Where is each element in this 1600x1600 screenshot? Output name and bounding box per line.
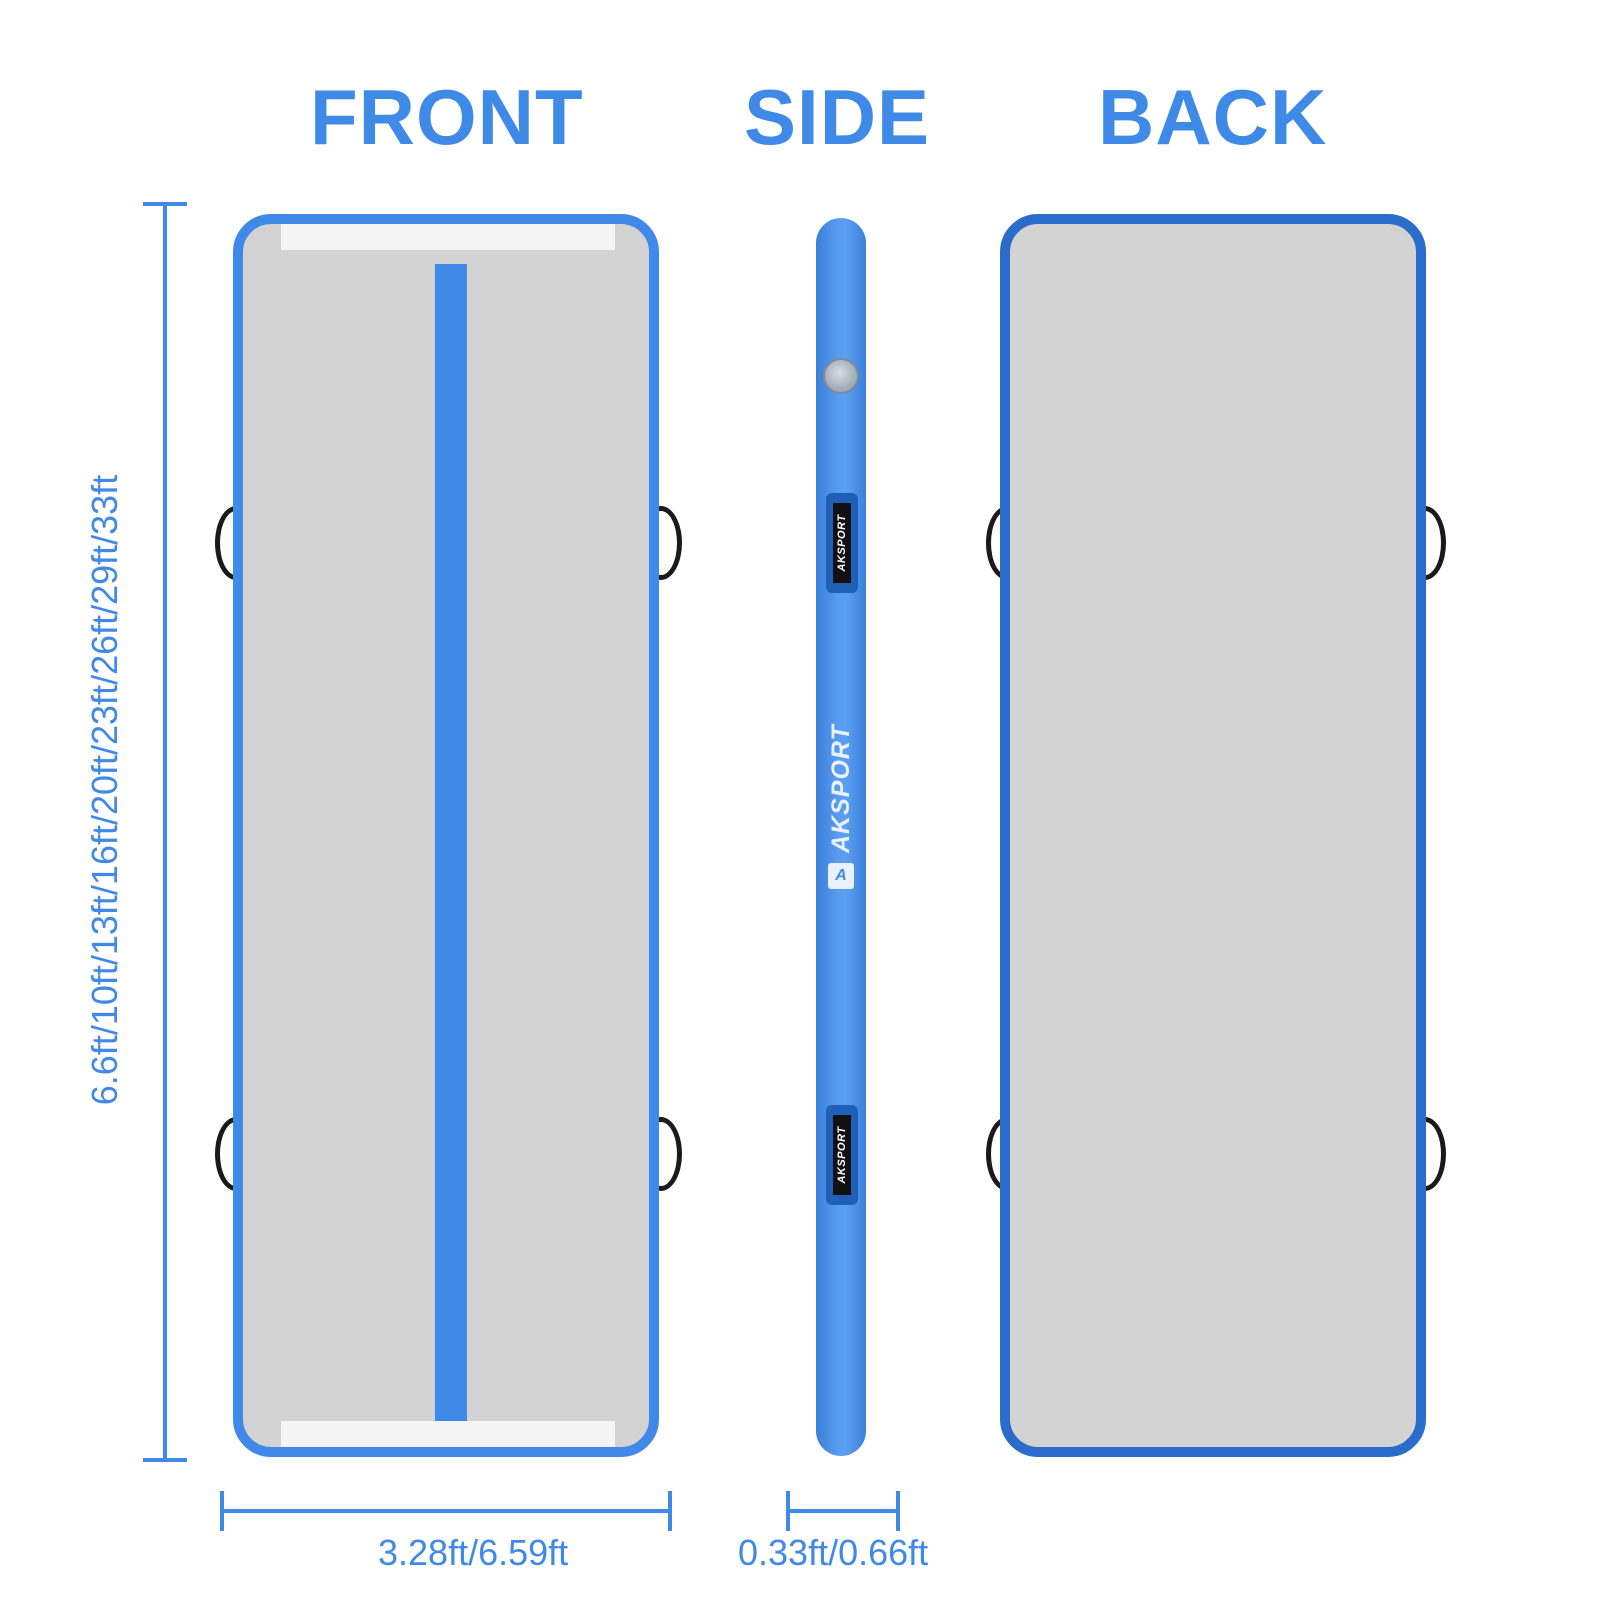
thickness-dimension-label: 0.33ft/0.66ft <box>738 1532 929 1573</box>
side-view-title: SIDE <box>744 73 931 161</box>
front-mat-bottom-stripe <box>281 1421 615 1447</box>
thickness-dimension-cap-left <box>786 1491 790 1531</box>
width-dimension-label: 3.28ft/6.59ft <box>378 1532 569 1573</box>
front-view-title: FRONT <box>310 73 584 161</box>
brand-logo-icon: A <box>828 863 854 889</box>
width-dimension-cap-left <box>220 1491 224 1531</box>
back-mat <box>1000 214 1426 1457</box>
length-dimension-label: 6.6ft/10ft/13ft/16ft/20ft/23ft/26ft/29ft… <box>84 474 125 1106</box>
side-top-handle-label: AKSPORT <box>833 503 851 583</box>
side-bottom-handle-label: AKSPORT <box>833 1115 851 1195</box>
width-dimension-line <box>222 1509 671 1513</box>
width-dimension-cap-right <box>668 1491 672 1531</box>
side-brand-text: AKSPORT <box>826 724 855 853</box>
side-mat: AKSPORT A AKSPORT AKSPORT <box>816 218 866 1456</box>
side-brand-logo: A AKSPORT <box>825 719 857 889</box>
air-valve-icon <box>823 358 859 394</box>
thickness-dimension-cap-right <box>896 1491 900 1531</box>
back-view-title: BACK <box>1098 73 1328 161</box>
length-dimension-cap-bottom <box>143 1458 187 1462</box>
length-dimension-cap-top <box>143 202 187 206</box>
front-mat-top-stripe <box>281 224 615 250</box>
side-bottom-handle: AKSPORT <box>826 1105 858 1205</box>
front-mat <box>233 214 659 1457</box>
thickness-dimension-line <box>788 1509 898 1513</box>
side-top-handle: AKSPORT <box>826 493 858 593</box>
length-dimension-line <box>163 204 167 1462</box>
front-mat-center-line <box>435 264 467 1436</box>
